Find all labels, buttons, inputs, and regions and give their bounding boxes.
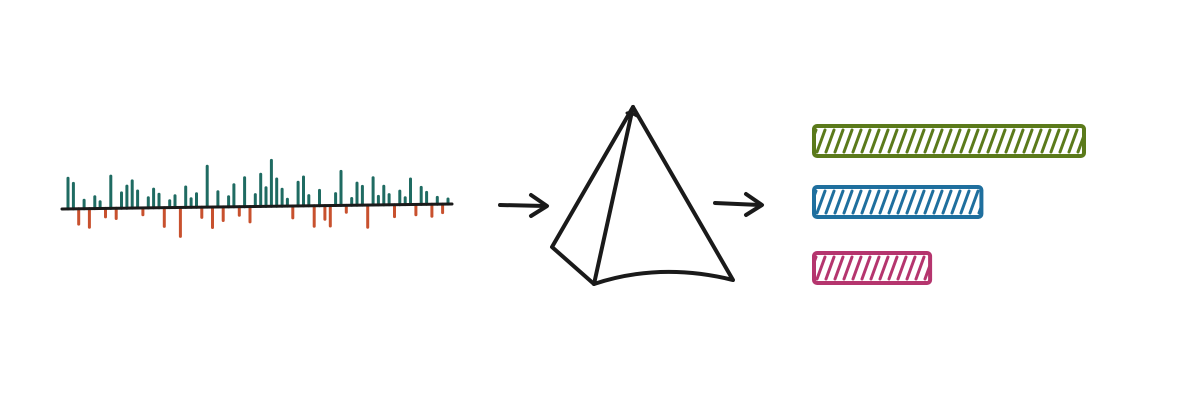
pyramid-icon xyxy=(550,105,735,286)
sparse-signal xyxy=(60,158,454,238)
output-bar xyxy=(812,124,1086,158)
bar-outline xyxy=(812,185,984,219)
bar-hatching xyxy=(814,128,1084,154)
bar-hatching xyxy=(814,189,982,215)
bar-outline xyxy=(812,251,933,285)
bar-outline xyxy=(812,124,1086,158)
arrow-right-icon xyxy=(713,192,764,217)
output-bar xyxy=(812,185,984,219)
arrow-right-icon xyxy=(498,193,549,218)
signal-baseline xyxy=(60,202,454,211)
output-bar xyxy=(812,251,933,285)
output-bars xyxy=(812,124,1086,285)
